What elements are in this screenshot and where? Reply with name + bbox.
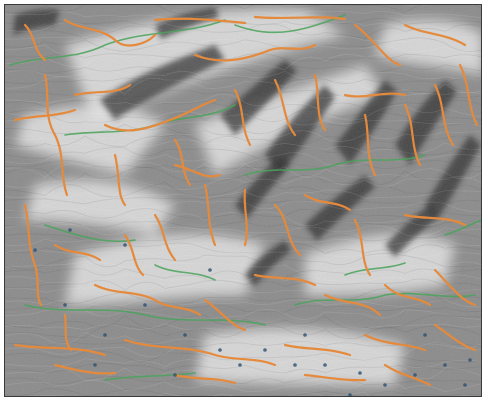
stream (363, 113, 377, 177)
ridge-line (234, 14, 346, 34)
stream (353, 218, 372, 277)
ridge-line (344, 262, 406, 276)
stream (113, 153, 127, 207)
sample-point (358, 371, 362, 375)
stream (23, 203, 43, 307)
stream (253, 273, 317, 287)
stream (273, 78, 297, 137)
stream (253, 15, 347, 21)
stream (173, 163, 222, 178)
sample-point (218, 348, 222, 352)
sample-point (93, 363, 97, 367)
stream (403, 103, 422, 167)
stream (383, 283, 432, 307)
sample-point (103, 333, 107, 337)
grain-overlay (5, 5, 481, 396)
sample-point (463, 383, 467, 387)
stream (153, 213, 177, 262)
sample-point (263, 348, 267, 352)
sample-point (383, 383, 387, 387)
stream (103, 98, 217, 132)
stream (123, 338, 277, 367)
stream (363, 333, 427, 352)
sample-point (443, 363, 447, 367)
ridge-line (244, 154, 426, 176)
sample-points (33, 228, 472, 396)
stream (123, 233, 145, 277)
sample-point (183, 333, 187, 337)
stream (93, 283, 202, 317)
stream (383, 363, 432, 387)
ridge-line (9, 19, 226, 66)
stream (233, 88, 252, 147)
stream (13, 108, 77, 122)
drainage-streams (13, 15, 479, 387)
ridge-line (294, 292, 476, 306)
sample-point (323, 363, 327, 367)
stream (73, 83, 132, 97)
stream (63, 18, 157, 47)
stream (343, 92, 407, 98)
stream (243, 188, 248, 247)
stream (273, 203, 302, 257)
stream (353, 23, 402, 67)
stream (63, 313, 73, 352)
sample-point (293, 363, 297, 367)
stream (303, 193, 352, 212)
stream (433, 83, 455, 147)
sample-point (63, 303, 67, 307)
stream (433, 323, 477, 352)
stream (458, 63, 479, 127)
sample-point (468, 358, 472, 362)
sample-point (123, 243, 127, 247)
stream (433, 268, 477, 307)
sample-point (413, 373, 417, 377)
stream (153, 17, 247, 25)
sample-point (33, 248, 37, 252)
sample-point (173, 373, 177, 377)
stream (193, 43, 317, 62)
sample-point (348, 393, 352, 396)
ridge-line (154, 264, 216, 281)
stream (173, 138, 192, 187)
map-frame (4, 4, 482, 397)
sample-point (423, 333, 427, 337)
stream (203, 298, 247, 332)
sample-point (68, 228, 72, 232)
sample-point (143, 303, 147, 307)
stream (403, 23, 467, 47)
stream (203, 183, 217, 247)
ridge-line (444, 219, 481, 236)
stream (23, 23, 47, 62)
stream (323, 293, 382, 317)
terrain-map[interactable] (5, 5, 482, 397)
sample-point (208, 268, 212, 272)
stream (43, 73, 69, 197)
stream (313, 73, 327, 132)
sample-point (238, 363, 242, 367)
ridge-line (44, 224, 136, 243)
stream (403, 213, 467, 227)
stream (53, 363, 117, 375)
stream (283, 343, 352, 357)
ridge-line (104, 372, 196, 381)
stream (303, 373, 367, 382)
stream (173, 373, 237, 385)
stream (13, 343, 107, 357)
sample-point (303, 333, 307, 337)
stream (53, 243, 102, 262)
